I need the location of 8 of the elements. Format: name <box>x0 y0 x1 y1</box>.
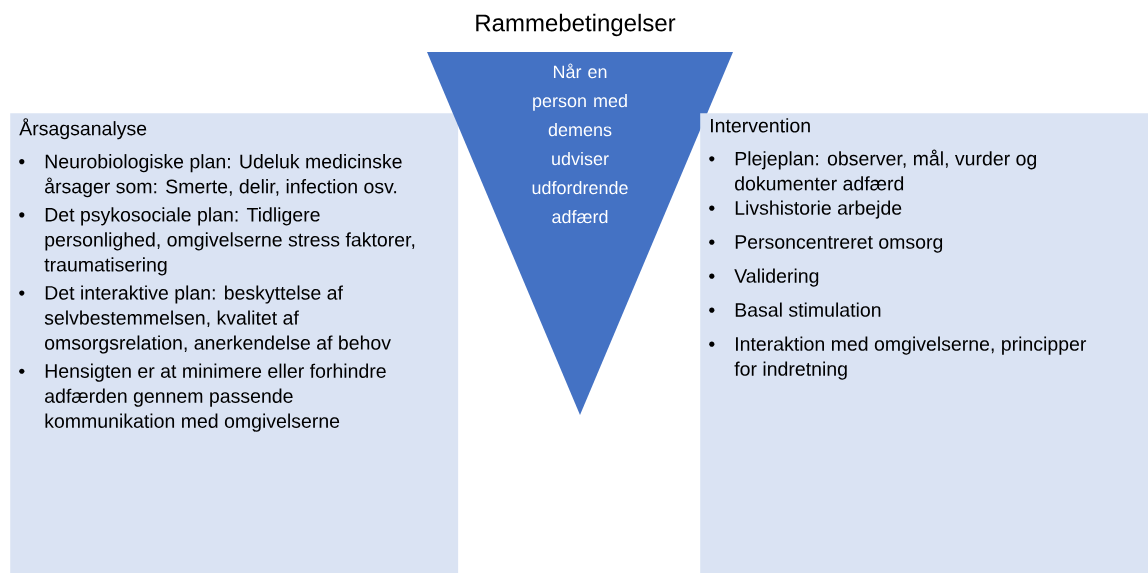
text-panel <box>10 113 459 573</box>
bullet-item: Det interaktive plan: beskyttelse af selvbestemmelsen, kvalitet af omsorgsrelation, anerkendelse af behov <box>19 285 391 354</box>
diagram-title: Rammebetingelser <box>476 13 676 37</box>
panel-heading: Årsagsanalyse <box>19 118 147 140</box>
bullet-item: Det psykosociale plan: Tidligere personlighed, omgivelserne stress faktorer, traumatisering <box>19 207 415 276</box>
bullet-item: Neurobiologiske plan: Udeluk medicinske årsager som: Smerte, delir, infection osv. <box>19 154 402 198</box>
bullet-item: Hensigten er at minimere eller forhindre adfærden gennem passende kommunikation med omgivelserne <box>19 363 386 432</box>
text-panel <box>700 113 1148 573</box>
